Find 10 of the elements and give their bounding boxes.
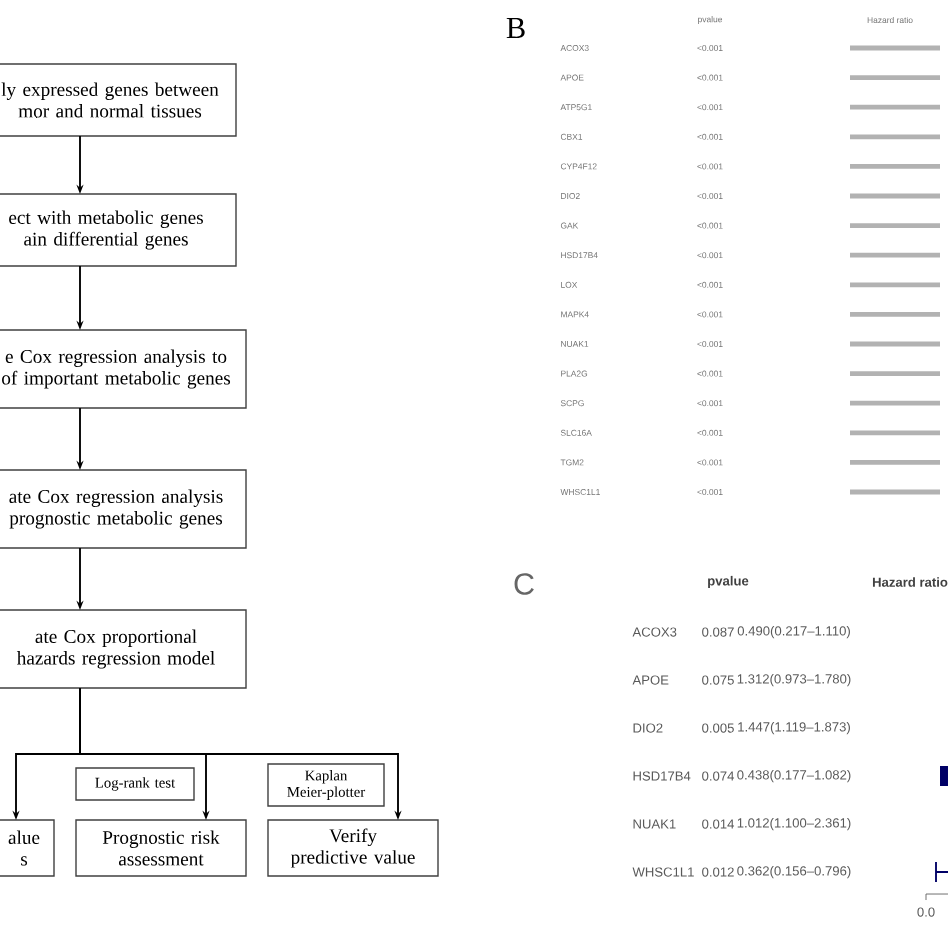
process-box: ate Cox regression analysis prognostic metabolic genes xyxy=(0,469,247,549)
process-box: ect with metabolic genes ain differential genes xyxy=(0,193,237,267)
process-box: Prognostic risk assessment xyxy=(75,819,247,877)
process-box: ly expressed genes between mor and normal tissues xyxy=(0,63,237,137)
process-box: e Cox regression analysis to of important metabolic genes xyxy=(0,329,247,409)
process-box: Verify predictive value xyxy=(267,819,439,877)
panel-letter: C xyxy=(514,573,534,595)
process-box: ate Cox proportional hazards regression model xyxy=(0,609,247,689)
process-box: alue s xyxy=(0,819,55,877)
panel-letter: B xyxy=(506,18,525,38)
